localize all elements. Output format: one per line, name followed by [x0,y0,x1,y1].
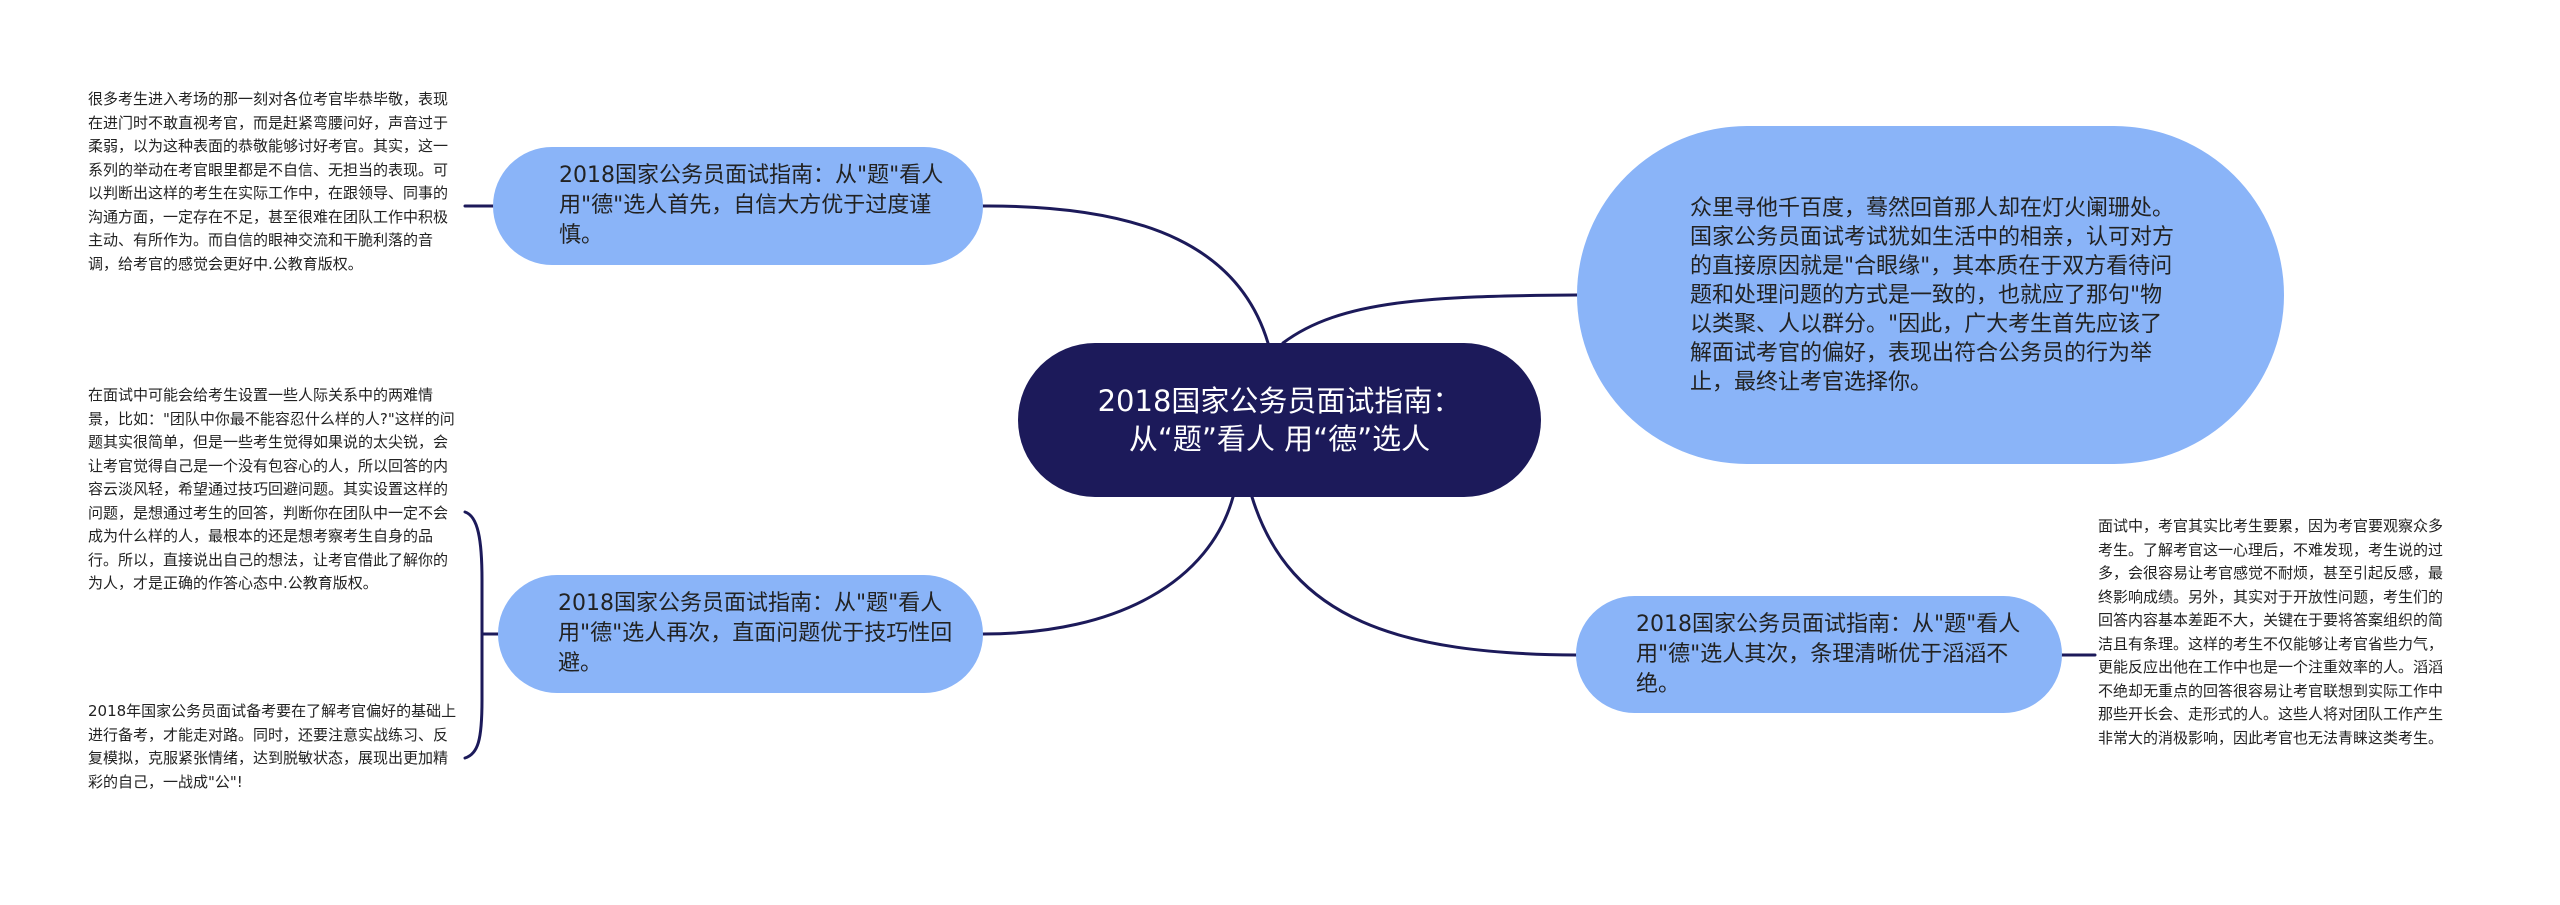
leaf-note-preparation[interactable]: 2018年国家公务员面试备考要在了解考官偏好的基础上进行备考，才能走对路。同时，… [88,702,457,791]
branch-node-left-top[interactable]: 2018国家公务员面试指南：从"题"看人 用"德"选人首先，自信大方优于过度谨慎… [493,147,983,265]
connector-root-left-bottom [981,495,1235,636]
connector-root-right-bottom [1250,495,1578,657]
branch-label: 2018国家公务员面试指南：从"题"看人 用"德"选人首先，自信大方优于过度谨慎… [559,163,944,248]
leaf-note-concise-answer[interactable]: 面试中，考官其实比考生要累，因为考官要观察众多考生。了解考官这一心理后，不难发现… [2098,517,2444,747]
root-node[interactable]: 2018国家公务员面试指南：从“题”看人 用“德”选人 [1018,343,1541,497]
branch-label: 2018国家公务员面试指南：从"题"看人 用"德"选人其次，条理清晰优于滔滔不绝… [1636,611,2021,697]
root-node-label: 2018国家公务员面试指南：从“题”看人 用“德”选人 [1097,384,1462,456]
branch-label: 2018国家公务员面试指南：从"题"看人 用"德"选人再次，直面问题优于技巧性回… [558,591,953,676]
branch-node-right-bottom[interactable]: 2018国家公务员面试指南：从"题"看人 用"德"选人其次，条理清晰优于滔滔不绝… [1576,596,2062,713]
branch-node-left-bottom[interactable]: 2018国家公务员面试指南：从"题"看人 用"德"选人再次，直面问题优于技巧性回… [498,575,983,693]
branch-node-right-top[interactable]: 众里寻他千百度，蓦然回首那人却在灯火阑珊处。国家公务员面试考试犹如生活中的相亲，… [1577,126,2284,464]
connector-root-right-top [1281,293,1579,345]
bracket-left-bottom [463,510,484,760]
branch-label: 众里寻他千百度，蓦然回首那人却在灯火阑珊处。国家公务员面试考试犹如生活中的相亲，… [1690,195,2175,395]
leaf-note-direct-answer[interactable]: 在面试中可能会给考生设置一些人际关系中的两难情景，比如："团队中你最不能容忍什么… [88,386,455,592]
leaf-note-confidence[interactable]: 很多考生进入考场的那一刻对各位考官毕恭毕敬，表现在进门时不敢直视考官，而是赶紧弯… [88,90,449,273]
connector-root-left-top [981,204,1270,345]
